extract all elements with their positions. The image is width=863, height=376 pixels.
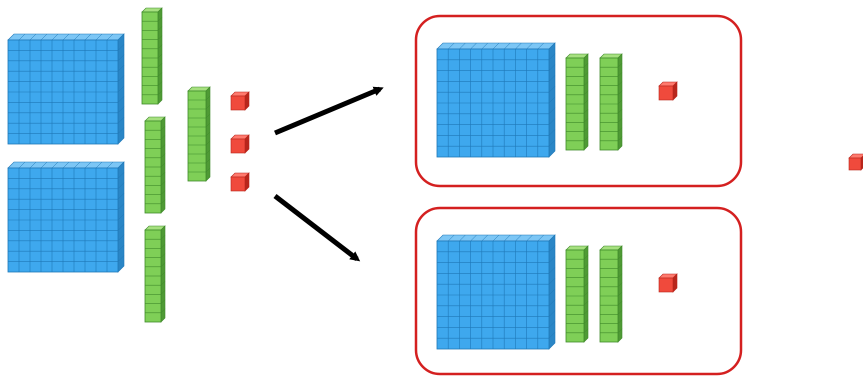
hundred-flat (436, 42, 556, 158)
unit-cube (658, 81, 678, 101)
unit-cube-3 (230, 172, 250, 192)
group-border (414, 14, 743, 188)
ten-rod (599, 53, 623, 151)
split-arrows (273, 86, 384, 262)
source-group (7, 7, 250, 323)
ten-rod-1 (141, 7, 163, 105)
split-groups (414, 14, 743, 376)
ten-rod (565, 53, 589, 151)
group-border (414, 206, 743, 376)
arrow-up-right-icon (274, 86, 384, 136)
arrow-down-right-icon (273, 194, 361, 262)
stray-unit-cube (848, 153, 863, 171)
unit-cube-1 (230, 91, 250, 111)
ten-rod (599, 245, 623, 343)
split-group-1 (414, 14, 743, 188)
unit-cube-2 (230, 134, 250, 154)
ten-rod-2 (144, 116, 166, 214)
hundred-flat (436, 234, 556, 350)
ten-rod (565, 245, 589, 343)
ten-rod-3 (144, 225, 166, 323)
hundred-flat-2 (7, 161, 125, 273)
ten-rod-4 (187, 86, 211, 182)
unit-cube (658, 273, 678, 293)
hundred-flat-1 (7, 33, 125, 145)
stray-unit-cube (848, 153, 863, 171)
split-group-2 (414, 206, 743, 376)
